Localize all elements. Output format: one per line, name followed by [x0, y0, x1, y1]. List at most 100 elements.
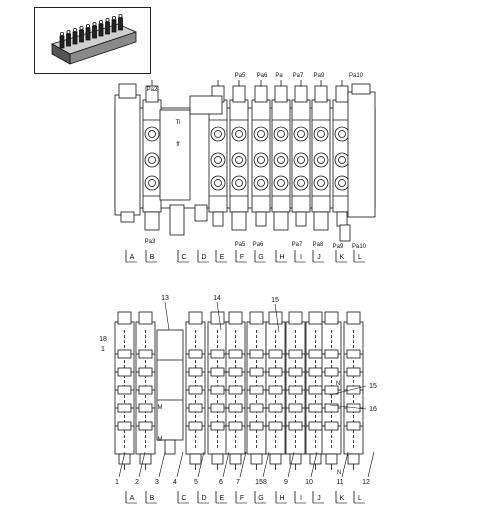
- callout-leader-line: [138, 451, 146, 478]
- lower-port-label: Pa5: [235, 242, 246, 248]
- part-callout-number: 6: [219, 479, 223, 486]
- part-callout-number: 18: [99, 336, 107, 343]
- lower-valve-section: [135, 311, 156, 470]
- section-mark: M: [158, 405, 163, 411]
- callout-leader-line: [222, 451, 230, 478]
- lower-port-label: Pa6: [253, 242, 264, 248]
- part-callout-number: 2: [135, 479, 139, 486]
- lower-valve-section: [343, 311, 364, 470]
- callout-leader-line: [176, 451, 184, 478]
- section-letter-label: K: [340, 495, 345, 502]
- part-callout-number: 9: [284, 479, 288, 486]
- section-letter-label: F: [240, 254, 244, 261]
- lower-valve-section: [225, 311, 246, 470]
- callout-leader-line: [164, 301, 170, 331]
- top-port-label: Pa5: [235, 73, 246, 79]
- section-letter-label: L: [358, 254, 362, 261]
- callout-leader-line: [262, 451, 270, 478]
- part-callout-number: 1: [115, 479, 119, 486]
- lower-valve-section: [265, 311, 286, 470]
- callout-leader-line: [118, 451, 126, 478]
- upper-valve-section: [251, 80, 271, 227]
- section-letter-label: G: [258, 254, 263, 261]
- callout-leader-line: [329, 385, 367, 396]
- top-port-label: Pa10: [349, 73, 364, 79]
- lower-valve-section: [185, 311, 206, 470]
- callout-leader-line: [329, 404, 367, 410]
- section-letter-label: I: [300, 254, 302, 261]
- callout-leader-line: [216, 301, 222, 331]
- lower-port-label: Pa10: [352, 244, 367, 250]
- part-callout-number: 1: [101, 346, 105, 353]
- lower-port-label: Pa8: [313, 242, 324, 248]
- section-letter-label: A: [130, 254, 135, 261]
- section-letter-label: I: [300, 495, 302, 502]
- lower-valve-section: [246, 311, 267, 470]
- lower-port-label: Pa3: [145, 239, 156, 245]
- upper-valve-section: [311, 80, 331, 231]
- upper-valve-external-view: [114, 80, 376, 242]
- part-callout-number: 7: [236, 479, 240, 486]
- top-port-label: Pa6: [257, 73, 268, 79]
- section-letter-label: K: [340, 254, 345, 261]
- section-letter-label: B: [150, 254, 155, 261]
- part-callout-number: 11: [336, 479, 343, 486]
- section-letter-label: A: [130, 495, 135, 502]
- lower-valve-section: [285, 311, 306, 470]
- upper-valve-section: [229, 80, 249, 231]
- section-mark: N: [337, 470, 341, 476]
- part-callout-number: 12: [362, 479, 370, 486]
- lower-port-label: Pa9: [333, 244, 344, 250]
- section-letter-label: L: [358, 495, 362, 502]
- section-letter-label: H: [279, 254, 284, 261]
- lower-valve-section: [207, 311, 228, 470]
- section-letter-label: C: [181, 254, 186, 261]
- part-callout-number: 13: [161, 295, 169, 302]
- callout-leader-line: [274, 303, 280, 333]
- top-port-label: Pa9: [314, 73, 325, 79]
- callout-leader-line: [367, 451, 375, 478]
- callout-leader-line: [197, 451, 205, 478]
- part-callout-number: 5: [194, 479, 198, 486]
- lower-valve-section: [305, 311, 326, 470]
- upper-valve-section: [271, 80, 291, 231]
- upper-valve-section: [142, 80, 162, 231]
- part-callout-number: 10: [305, 479, 313, 486]
- callout-leader-line: [287, 451, 295, 478]
- section-mark: N: [336, 381, 340, 387]
- upper-valve-section: [291, 80, 311, 227]
- top-port-label: Pa7: [293, 73, 304, 79]
- part-callout-number: 158: [255, 479, 267, 486]
- part-callout-number: 16: [369, 406, 377, 413]
- callout-leader-line: [158, 451, 166, 478]
- part-callout-number: 3: [155, 479, 159, 486]
- section-letter-label: H: [279, 495, 284, 502]
- lower-valve-section-view: [114, 311, 364, 470]
- section-letter-label: E: [220, 254, 225, 261]
- section-letter-label: B: [150, 495, 155, 502]
- part-callout-number: 4: [173, 479, 177, 486]
- top-port-label: Pa: [275, 73, 283, 79]
- top-port-label: Pa2: [147, 87, 158, 93]
- thumbnail-valve-isometric: [50, 13, 138, 65]
- lower-port-label: Pa7: [292, 242, 303, 248]
- callout-leader-line: [239, 451, 247, 478]
- section-letter-label: E: [220, 495, 225, 502]
- callout-leader-line: [310, 451, 318, 478]
- body-mark: Ti: [176, 120, 181, 126]
- section-letter-label: J: [317, 254, 321, 261]
- part-callout-number: 15: [271, 297, 279, 304]
- lower-valve-section: [321, 311, 342, 470]
- upper-valve-section: [332, 80, 352, 227]
- callout-leader-line: [341, 451, 349, 478]
- section-letter-label: D: [201, 254, 206, 261]
- part-callout-number: 15: [369, 383, 377, 390]
- section-letter-label: F: [240, 495, 244, 502]
- section-letter-label: J: [317, 495, 321, 502]
- body-mark: ff: [176, 142, 180, 148]
- section-letter-label: G: [258, 495, 263, 502]
- section-letter-label: D: [201, 495, 206, 502]
- section-mark: M: [158, 437, 163, 443]
- part-callout-number: 14: [213, 295, 221, 302]
